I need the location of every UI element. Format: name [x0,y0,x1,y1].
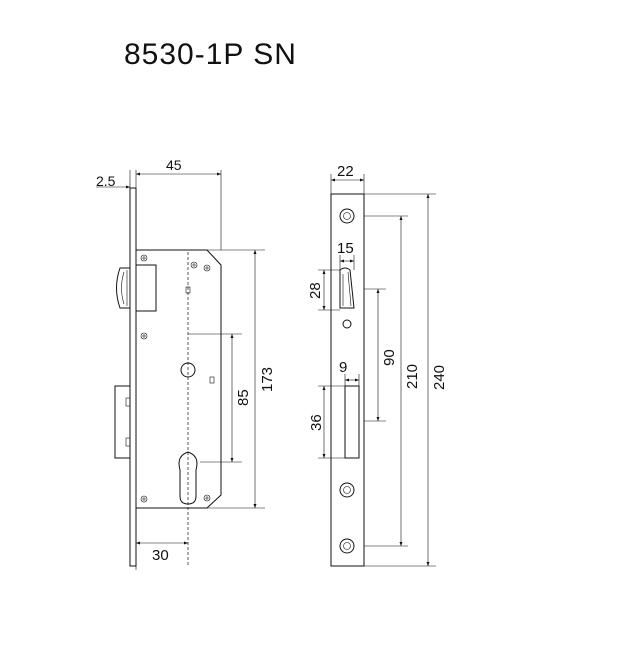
dim-backset-width: 45 [166,157,182,173]
product-title: 8530-1P SN [124,38,297,71]
dim-latch-height: 28 [307,282,324,299]
dim-center-to-cylinder: 30 [152,547,169,564]
dim-faceplate-thickness: 2.5 [96,173,116,189]
dim-faceplate-length: 240 [431,365,448,390]
dim-latch-width: 15 [337,240,354,257]
dim-deadbolt-height: 36 [308,414,325,431]
dim-faceplate-width: 22 [337,163,354,180]
latch-bolt [116,267,130,309]
lock-case [135,249,222,509]
dim-latch-to-deadbolt: 90 [381,349,398,366]
front-view: 22 15 28 9 36 90 [307,163,448,567]
deadbolt-opening [344,385,360,459]
latch-opening [339,267,355,309]
dim-screw-spacing: 210 [404,364,421,389]
screw-hole-icon [339,208,355,554]
dim-handle-to-cylinder: 85 [235,389,252,406]
latch-housing [135,264,157,312]
deadbolt [114,385,131,459]
handle-hole [342,319,352,329]
dim-deadbolt-width: 9 [339,359,347,376]
dim-case-height: 173 [259,367,276,392]
front-faceplate [330,193,365,567]
case-screw-icon [140,254,211,503]
side-faceplate [129,187,137,567]
side-view: 2.5 45 173 85 30 [96,157,276,570]
